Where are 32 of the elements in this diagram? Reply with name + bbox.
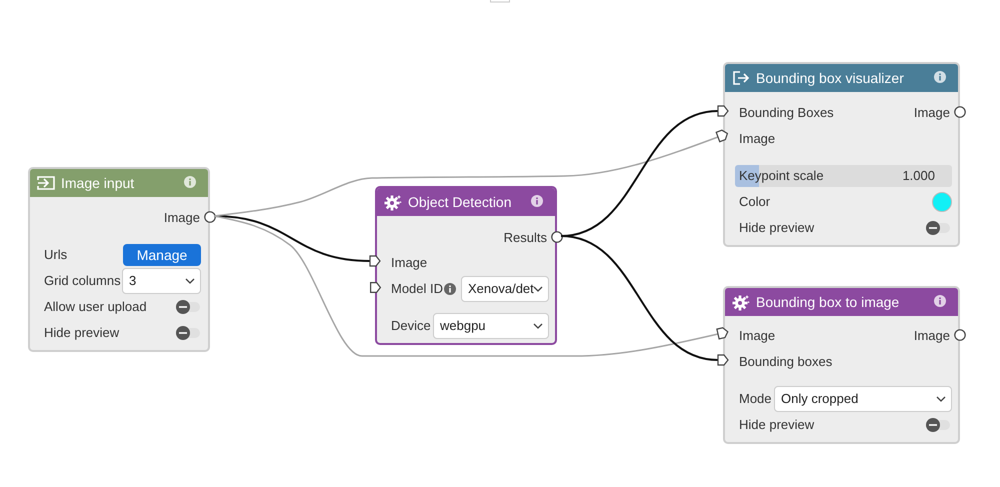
field-label: Image <box>391 254 428 272</box>
field-label: Color <box>739 193 770 211</box>
connector <box>214 215 728 357</box>
field-label: Hide preview <box>739 219 814 237</box>
field-label: Mode <box>739 390 772 408</box>
field-label: Bounding Boxes <box>739 104 834 122</box>
field-label: Allow user upload <box>44 298 147 316</box>
field-label: Image <box>739 327 776 345</box>
node-title: Bounding box to image <box>756 293 900 312</box>
field-label: Model ID <box>391 280 444 298</box>
connector <box>214 130 728 217</box>
dropdown: 3 <box>122 268 201 294</box>
port-label: Image <box>164 209 200 227</box>
connector <box>560 235 728 366</box>
field-label: Hide preview <box>739 416 814 434</box>
field-label: Urls <box>44 246 68 264</box>
field-label: Image <box>739 130 776 148</box>
port-label: Image <box>914 104 950 122</box>
field-label: Device <box>391 317 431 335</box>
node-title: Object Detection <box>408 193 512 212</box>
dropdown: Xenova/det <box>461 276 549 302</box>
slider: Keypoint scale 1.000 <box>735 165 952 187</box>
port-label: Image <box>914 327 950 345</box>
node-title: Bounding box visualizer <box>756 69 904 88</box>
field-label: Hide preview <box>44 324 120 342</box>
node-title: Image input <box>61 174 134 193</box>
manage-button: Manage <box>123 244 201 266</box>
dropdown: webgpu <box>433 313 549 339</box>
field-label: Bounding boxes <box>739 353 832 371</box>
port-label: Results <box>504 229 547 247</box>
dropdown: Only cropped <box>774 386 952 412</box>
field-label: Grid columns <box>44 272 121 290</box>
